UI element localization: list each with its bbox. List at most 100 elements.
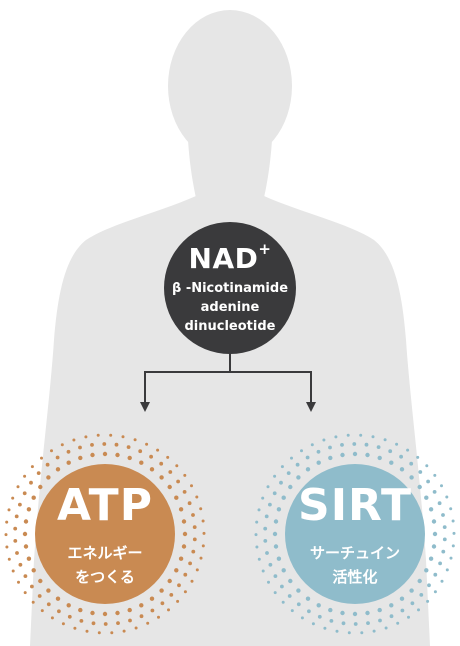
atp-ring-dot xyxy=(66,460,71,465)
atp-ring-dot xyxy=(11,496,15,500)
atp-ring-dot xyxy=(199,556,203,560)
atp-ring-dot xyxy=(5,545,9,549)
sirt-ring-dot xyxy=(433,590,437,594)
atp-ring-dot xyxy=(167,578,172,584)
sirt-ring-dot xyxy=(281,568,286,573)
sirt-ring-dot xyxy=(409,475,414,480)
sirt-ring-dot xyxy=(268,502,272,507)
sirt-ring-dot xyxy=(272,531,278,537)
sirt-ring-dot xyxy=(288,484,293,490)
atp-ring-dot xyxy=(30,584,34,589)
atp-ring-dot xyxy=(78,455,83,461)
sirt-ring-dot xyxy=(273,591,277,595)
atp-ring-dot xyxy=(175,464,179,468)
sirt-ring-dot xyxy=(359,433,363,437)
sirt-ring-dot xyxy=(329,619,334,623)
sirt-ring-dot xyxy=(328,607,333,613)
atp-ring-dot xyxy=(139,603,144,608)
sirt-ring-dot xyxy=(449,556,453,560)
sirt-ring-dot xyxy=(389,614,394,619)
atp-ring-dot xyxy=(191,549,196,554)
sirt-ring-dot xyxy=(346,433,350,437)
sirt-ring-dot xyxy=(395,442,399,446)
sirt-ring-dot xyxy=(441,549,446,554)
sirt-ring-dot xyxy=(418,470,423,474)
atp-ring-dot xyxy=(187,501,192,506)
atp-ring-dot xyxy=(60,443,64,447)
atp-ring-dot xyxy=(122,629,126,633)
atp-ring-dot xyxy=(121,435,125,439)
sirt-ring-dot xyxy=(286,471,291,475)
sirt-ring-dot xyxy=(425,464,429,468)
atp-line-1: エネルギー xyxy=(67,544,143,562)
atp-ring-dot xyxy=(46,602,51,607)
atp-ring-dot xyxy=(46,588,51,593)
atp-ring-dot xyxy=(29,480,33,485)
atp-ring-dot xyxy=(90,610,95,616)
nad-line-1: β -Nicotinamide xyxy=(171,281,289,296)
sirt-ring-dot xyxy=(281,495,286,500)
sirt-ring-dot xyxy=(442,537,447,542)
atp-ring-dot xyxy=(190,484,193,488)
sirt-ring-dot xyxy=(383,438,387,442)
sirt-ring-dot xyxy=(442,525,447,529)
sirt-ring-dot xyxy=(340,610,345,616)
atp-ring-dot xyxy=(102,442,107,446)
nad-circle xyxy=(164,222,296,354)
atp-ring-dot xyxy=(195,568,199,572)
atp-line-2: をつくる xyxy=(75,568,135,586)
sirt-ring-dot xyxy=(300,449,303,453)
sirt-ring-dot xyxy=(417,608,420,612)
atp-ring-dot xyxy=(38,578,43,584)
sirt-ring-dot xyxy=(445,568,449,572)
sirt-ring-dot xyxy=(438,561,442,566)
sirt-circle xyxy=(285,464,425,604)
sirt-ring-dot xyxy=(267,580,270,584)
atp-ring-dot xyxy=(22,491,27,496)
sirt-ring-dot xyxy=(296,602,301,607)
sirt-ring-dot xyxy=(316,449,321,454)
atp-ring-dot xyxy=(176,599,180,603)
sirt-ring-dot xyxy=(295,462,300,467)
atp-ring-dot xyxy=(195,495,199,499)
atp-ring-dot xyxy=(23,574,28,578)
atp-ring-dot xyxy=(183,572,188,577)
sirt-ring-dot xyxy=(399,454,403,459)
sirt-ring-dot xyxy=(340,443,344,447)
atp-ring-dot xyxy=(202,531,206,535)
atp-ring-dot xyxy=(169,593,174,597)
atp-ring-dot xyxy=(127,607,132,613)
atp-ring-dot xyxy=(177,583,181,588)
sirt-ring-dot xyxy=(265,551,269,555)
sirt-ring-dot xyxy=(431,519,437,524)
arrow-head-sirt xyxy=(306,402,316,412)
atp-ring-dot xyxy=(160,601,165,606)
sirt-ring-dot xyxy=(451,519,455,523)
sirt-ring-dot xyxy=(300,616,304,620)
sirt-ring-dot xyxy=(378,618,382,623)
sirt-ring-dot xyxy=(272,491,277,496)
sirt-ring-dot xyxy=(353,622,358,626)
atp-ring-dot xyxy=(23,544,29,549)
nad-line-2: adenine xyxy=(200,300,260,315)
atp-ring-dot xyxy=(38,484,43,490)
atp-ring-dot xyxy=(178,507,184,512)
sirt-ring-dot xyxy=(307,609,311,614)
atp-ring-dot xyxy=(201,519,205,523)
atp-ring-dot xyxy=(192,525,197,529)
sirt-ring-dot xyxy=(376,445,381,449)
atp-ring-dot xyxy=(46,475,51,480)
atp-ring-dot xyxy=(37,594,42,598)
atp-ring-dot xyxy=(115,610,120,616)
atp-ring-dot xyxy=(159,461,164,466)
sirt-ring-dot xyxy=(432,490,437,494)
sirt-ring-dot xyxy=(288,578,293,584)
nad-title: NAD+ xyxy=(165,240,295,275)
atp-dotted-ring xyxy=(4,433,206,635)
sirt-ring-dot xyxy=(255,545,259,549)
atp-ring-dot xyxy=(90,452,95,458)
arrow-head-atp xyxy=(140,402,150,412)
atp-ring-dot xyxy=(114,442,119,447)
sirt-ring-dot xyxy=(273,519,279,524)
atp-ring-dot xyxy=(31,600,35,604)
